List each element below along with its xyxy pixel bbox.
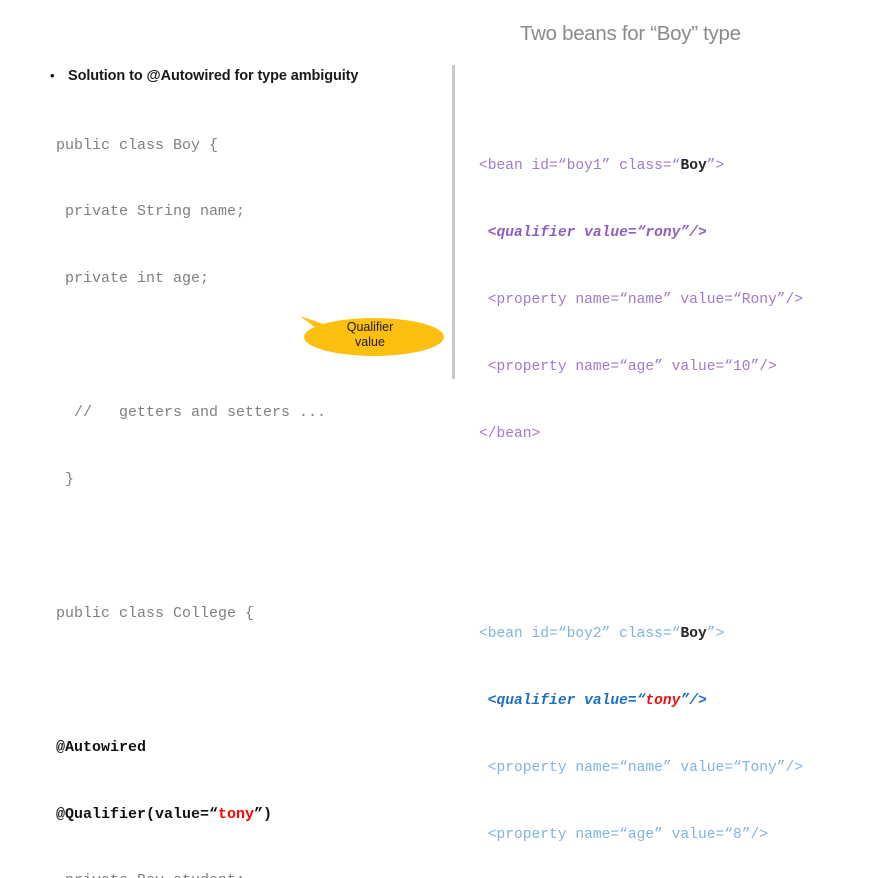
java-code-block: public class Boy { private String name; … — [56, 90, 326, 878]
callout-bubble-shape — [300, 316, 444, 356]
right-pane-title: Two beans for “Boy” type — [520, 22, 741, 45]
right-pane: Two beans for “Boy” type <bean id=“boy1”… — [452, 0, 894, 843]
code-line-blank — [56, 670, 326, 692]
bullet-point-icon: • — [50, 68, 55, 83]
xml-line-property-age-rony: <property name=“age” value=“10”/> — [479, 358, 777, 375]
code-line: public class Boy { — [56, 136, 219, 154]
heading-text: Solution to @Autowired for type ambiguit… — [68, 68, 359, 84]
xml-line-qualifier-rony: <qualifier value=“rony”/> — [479, 225, 707, 242]
bullet-heading: • Solution to @Autowired for type ambigu… — [50, 68, 358, 84]
qualifier-tony-prefix: <qualifier value=“ — [479, 693, 646, 710]
qualifier-annotation-suffix: ”) — [254, 805, 273, 823]
vertical-divider — [452, 65, 455, 379]
xml-line-bean-boy1-close: </bean> — [479, 425, 541, 442]
xml-line-property-name-rony: <property name=“name” value=“Rony”/> — [479, 291, 804, 308]
code-line: private String name; — [56, 203, 246, 221]
code-line-blank — [56, 335, 326, 357]
qualifier-tony-value: tony — [645, 693, 681, 710]
xml-line-blank — [479, 512, 803, 534]
code-line: public class College { — [56, 604, 255, 622]
xml-line-bean-boy1-open: <bean id=“boy1” class=“Boy”> — [479, 155, 803, 177]
qualifier-value-callout: Qualifier value — [296, 308, 444, 357]
bean-boy2-open-suffix: ”> — [706, 626, 725, 643]
code-line-autowired-annotation: @Autowired — [56, 737, 326, 759]
left-pane: • Solution to @Autowired for type ambigu… — [0, 0, 452, 878]
qualifier-annotation-value: tony — [218, 805, 255, 823]
code-line: private Boy student; — [56, 870, 326, 878]
code-line: } — [56, 471, 75, 489]
bean-boy1-open-suffix: ”> — [706, 158, 725, 175]
code-line: // getters and setters ... — [56, 404, 327, 422]
xml-config-block: <bean id=“boy1” class=“Boy”> <qualifier … — [479, 66, 803, 878]
bean-boy1-class-name: Boy — [680, 158, 707, 175]
qualifier-annotation-prefix: @Qualifier(value=“ — [56, 805, 219, 823]
xml-line-property-name-tony: <property name=“name” value=“Tony”/> — [479, 760, 804, 777]
autowired-annotation-text: @Autowired — [56, 738, 147, 756]
qualifier-tony-suffix: ”/> — [680, 693, 707, 710]
bean-boy1-open-prefix: <bean id=“boy1” class=“ — [479, 158, 681, 175]
xml-line-qualifier-tony: <qualifier value=“tony”/> — [479, 690, 803, 712]
code-line-qualifier-annotation: @Qualifier(value=“tony”) — [56, 804, 326, 826]
code-line: private int age; — [56, 270, 210, 288]
xml-line-property-age-tony: <property name=“age” value=“8”/> — [479, 827, 769, 844]
code-line-blank — [56, 536, 326, 558]
bean-boy2-class-name: Boy — [680, 626, 707, 643]
xml-line-bean-boy2-open: <bean id=“boy2” class=“Boy”> — [479, 623, 803, 645]
bean-boy2-open-prefix: <bean id=“boy2” class=“ — [479, 626, 681, 643]
